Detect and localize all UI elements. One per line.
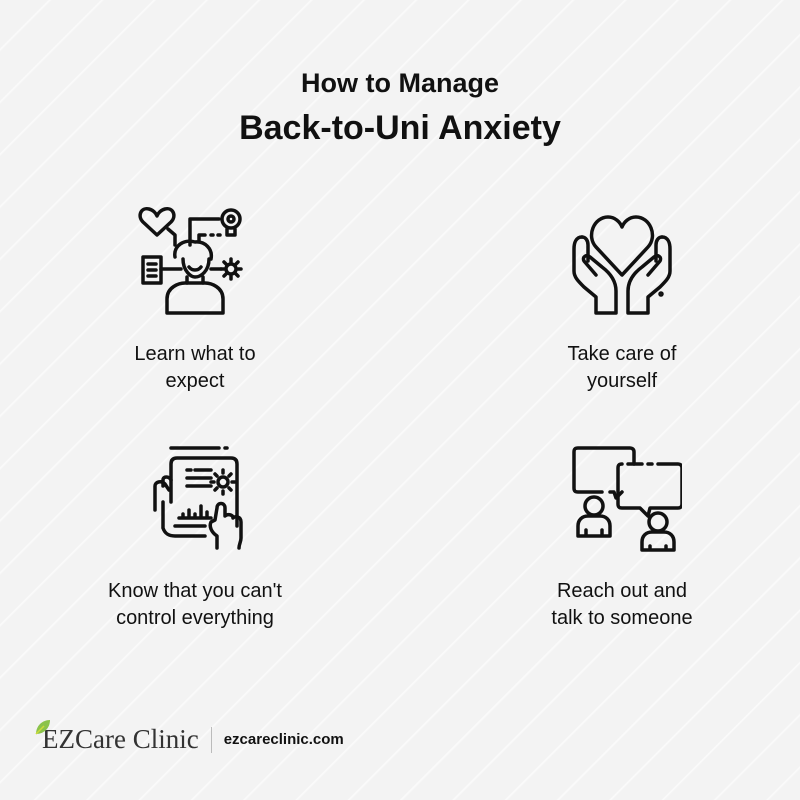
leaf-icon <box>35 720 50 735</box>
tip-reach-out-and-talk: Reach out and talk to someone <box>492 442 752 632</box>
page-title: How to Manage Back-to-Uni Anxiety <box>0 65 800 150</box>
tip-label: Learn what to expect <box>65 341 325 395</box>
tip-take-care-of-yourself: Take care of yourself <box>492 205 752 395</box>
title-line-1: How to Manage <box>300 68 499 98</box>
tip-label-line-1: Learn what to <box>134 343 256 365</box>
tip-label-line-2: control everything <box>116 607 274 629</box>
tip-label-line-2: yourself <box>586 370 658 392</box>
tip-label-line-1: Know that you can't <box>108 580 282 602</box>
tablet-settings-icon <box>153 446 243 550</box>
tip-label: Reach out and talk to someone <box>492 578 752 632</box>
tip-learn-what-to-expect: Learn what to expect <box>65 205 325 395</box>
tip-label-line-1: Reach out and <box>556 580 688 602</box>
divider <box>210 726 212 753</box>
tip-label-line-2: talk to someone <box>551 607 693 629</box>
brand-name: EZCare Clinic <box>42 724 199 754</box>
conversation-icon <box>572 446 682 552</box>
title-line-2: Back-to-Uni Anxiety <box>239 109 561 147</box>
tip-know-you-cant-control-everything: Know that you can't control everything <box>65 442 325 632</box>
tip-label: Know that you can't control everything <box>65 578 325 632</box>
website-link[interactable]: ezcareclinic.com <box>223 731 344 748</box>
hands-heart-icon <box>572 215 672 315</box>
person-ideas-icon <box>138 206 243 315</box>
tip-label-line-2: expect <box>165 370 225 392</box>
tip-label-line-1: Take care of <box>567 343 677 365</box>
tip-label: Take care of yourself <box>492 341 752 395</box>
footer: EZCare Clinic ezcareclinic.com <box>35 720 344 755</box>
brand-logo: EZCare Clinic <box>35 720 199 755</box>
